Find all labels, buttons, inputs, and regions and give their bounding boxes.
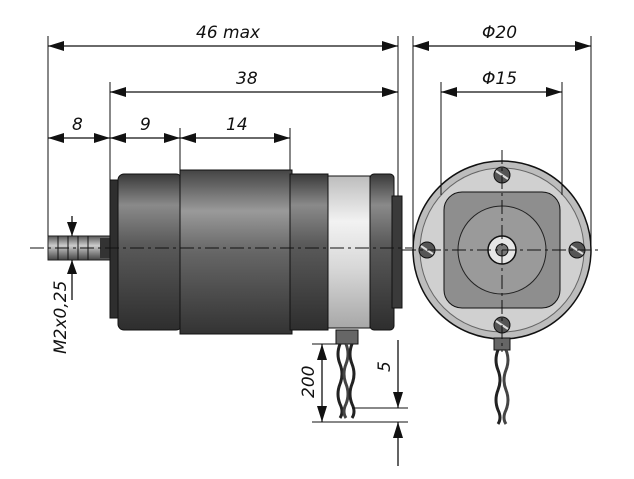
front-view: [402, 150, 600, 425]
dim-shaft-length: 8: [72, 115, 83, 135]
lead-wires: [335, 329, 359, 419]
side-view: [30, 169, 412, 419]
dim-overall-length: 46 max: [196, 23, 261, 43]
dim-outer-diameter: Φ20: [482, 23, 517, 43]
dim-body-length: 38: [236, 69, 258, 89]
dim-middle-section: 14: [226, 115, 248, 135]
dim-lead-length: 200: [299, 366, 319, 398]
dim-mount-diameter: Φ15: [482, 69, 517, 89]
dim-lead-strip: 5: [375, 361, 395, 372]
end-cap: [369, 173, 395, 331]
middle-body: [179, 169, 293, 335]
front-body: [117, 173, 183, 331]
rear-body: [289, 173, 329, 331]
rear-ring: [327, 175, 371, 329]
dim-thread: M2x0,25: [51, 281, 71, 354]
dim-front-section: 9: [140, 115, 151, 135]
dimension-lines: [47, 36, 592, 466]
